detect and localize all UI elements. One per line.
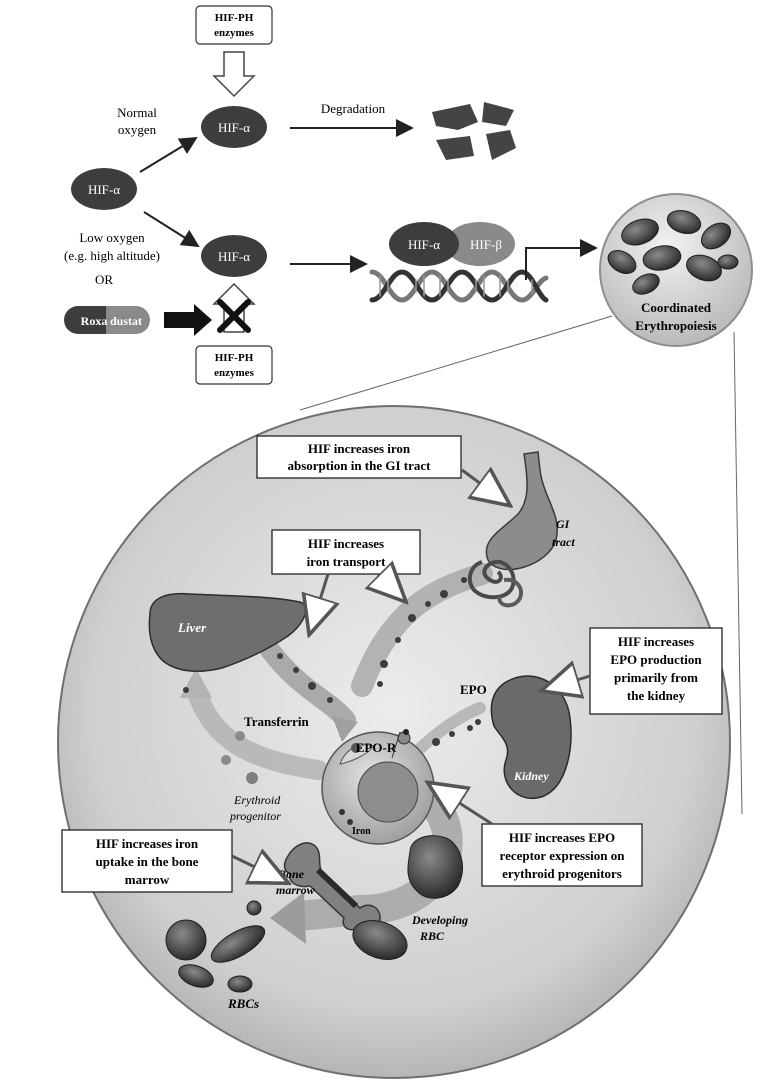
rbc-cluster-icon: [607, 209, 739, 295]
arrow-to-low: [143, 211, 200, 248]
mature-rbcs-icon: [165, 900, 266, 993]
callout-transport-line2: iron transport: [307, 554, 387, 569]
dna-helix-icon: [369, 269, 549, 303]
block-x-icon: [217, 299, 251, 333]
callout-transport-arrow-gi: [378, 574, 404, 600]
transferrin-label: Transferrin: [244, 714, 310, 729]
callout-epo-line1: HIF increases: [618, 634, 694, 649]
iron-label: Iron: [352, 826, 371, 837]
callout-marrow-line1: HIF increases iron: [96, 836, 199, 851]
or-label: OR: [95, 272, 113, 287]
normal-oxygen-line2: oxygen: [118, 122, 157, 137]
developing-rbc-icon: [352, 835, 463, 960]
hif-beta-ellipse: [445, 222, 515, 266]
hif-alpha-origin-label: HIF-α: [88, 182, 120, 197]
low-oxygen-line1: Low oxygen: [79, 230, 145, 245]
hifph-top-line1: HIF-PH: [215, 12, 254, 24]
callout-transport-arrow-liver: [310, 573, 328, 632]
callout-epo-arrow: [544, 676, 591, 690]
roxa-label: Roxa: [81, 314, 108, 328]
gi-tract-line1: GI: [556, 517, 571, 531]
hif-beta-label: HIF-β: [470, 237, 502, 252]
callout-receptor-arrow: [430, 784, 493, 826]
gi-tract-line2: tract: [552, 535, 575, 549]
epo-r-label: EPO-R: [356, 740, 397, 755]
developing-line1: Developing: [411, 913, 468, 927]
arrow-to-erythropoiesis: [525, 239, 598, 280]
hifph-bottom-box: HIF-PH enzymes: [195, 345, 273, 385]
callout-marrow-line2: uptake in the bone: [96, 854, 199, 869]
erythroid-progenitor-cell: [321, 729, 435, 845]
callout-marrow-uptake: HIF increases iron uptake in the bone ma…: [61, 829, 233, 893]
callout-epo-line3: primarily from: [614, 670, 698, 685]
callout-gi-line2: absorption in the GI tract: [288, 458, 432, 473]
callout-epo-receptor: HIF increases EPO receptor expression on…: [481, 823, 643, 887]
callout-marrow-line3: marrow: [125, 872, 170, 887]
hif-alpha-low-label: HIF-α: [218, 249, 250, 264]
bone-marrow-line2: marrow: [276, 883, 316, 897]
degradation-label: Degradation: [321, 101, 386, 116]
callout-transport-line1: HIF increases: [308, 536, 384, 551]
hif-alpha-normal-label: HIF-α: [218, 120, 250, 135]
zoom-line-left: [299, 315, 613, 411]
callout-receptor-line1: HIF increases EPO: [509, 830, 615, 845]
callout-receptor-line2: receptor expression on: [500, 848, 626, 863]
inhibit-block-arrow-icon: [164, 304, 212, 336]
callout-iron-transport: HIF increases iron transport: [271, 529, 421, 575]
callout-marrow-arrow: [231, 856, 286, 882]
hollow-down-arrow-icon: [212, 51, 256, 98]
rbc-flow-arrowhead-icon: [270, 892, 306, 944]
callout-gi-arrow: [461, 470, 508, 504]
liver-in-arrowhead-icon: [332, 716, 358, 742]
coordinated-line2: Erythropoiesis: [635, 318, 716, 333]
callout-receptor-line3: erythroid progenitors: [502, 866, 622, 881]
hif-alpha-dimer-ellipse: [389, 222, 459, 266]
callout-epo-production: HIF increases EPO production primarily f…: [589, 627, 723, 715]
arrow-to-normal: [139, 136, 198, 173]
callout-epo-line2: EPO production: [610, 652, 702, 667]
iron-particles: [183, 577, 498, 784]
erythroid-line2: progenitor: [229, 809, 281, 823]
epo-label: EPO: [460, 682, 487, 697]
hifph-bottom-line1: HIF-PH: [215, 352, 254, 364]
developing-line2: RBC: [419, 929, 445, 943]
dustat-label: dustat: [110, 314, 142, 328]
hif-alpha-low-ellipse: [201, 235, 267, 277]
hifph-top-line2: enzymes: [214, 27, 254, 39]
callout-gi-absorption: HIF increases iron absorption in the GI …: [256, 435, 462, 479]
hif-alpha-normal-ellipse: [201, 106, 267, 148]
liver-label: Liver: [177, 620, 207, 635]
callout-gi-line1: HIF increases iron: [308, 441, 411, 456]
epo-r-pointer: [391, 731, 401, 759]
erythroid-line1: Erythroid: [233, 793, 281, 807]
coordinated-line1: Coordinated: [641, 300, 712, 315]
hif-alpha-dimer-label: HIF-α: [408, 237, 440, 252]
low-oxygen-line2: (e.g. high altitude): [64, 248, 160, 263]
hifph-bottom-line2: enzymes: [214, 367, 254, 379]
hifph-top-box: HIF-PH enzymes: [195, 5, 273, 45]
liver-icon: [148, 592, 307, 673]
rbcs-label: RBCs: [227, 996, 259, 1011]
roxadustat-pill: Roxa dustat: [64, 306, 150, 334]
gi-tract-icon: [467, 451, 558, 608]
hif-alpha-origin-ellipse: [71, 168, 137, 210]
callout-epo-line4: the kidney: [627, 688, 686, 703]
kidney-label: Kidney: [513, 769, 549, 783]
kidney-icon: [490, 675, 572, 799]
zoom-line-right: [733, 331, 743, 815]
normal-oxygen-line1: Normal: [117, 105, 157, 120]
hollow-up-arrow-icon: [212, 282, 256, 333]
degraded-fragments-icon: [432, 102, 516, 160]
coordinated-erythropoiesis-circle: Coordinated Erythropoiesis: [599, 193, 753, 347]
